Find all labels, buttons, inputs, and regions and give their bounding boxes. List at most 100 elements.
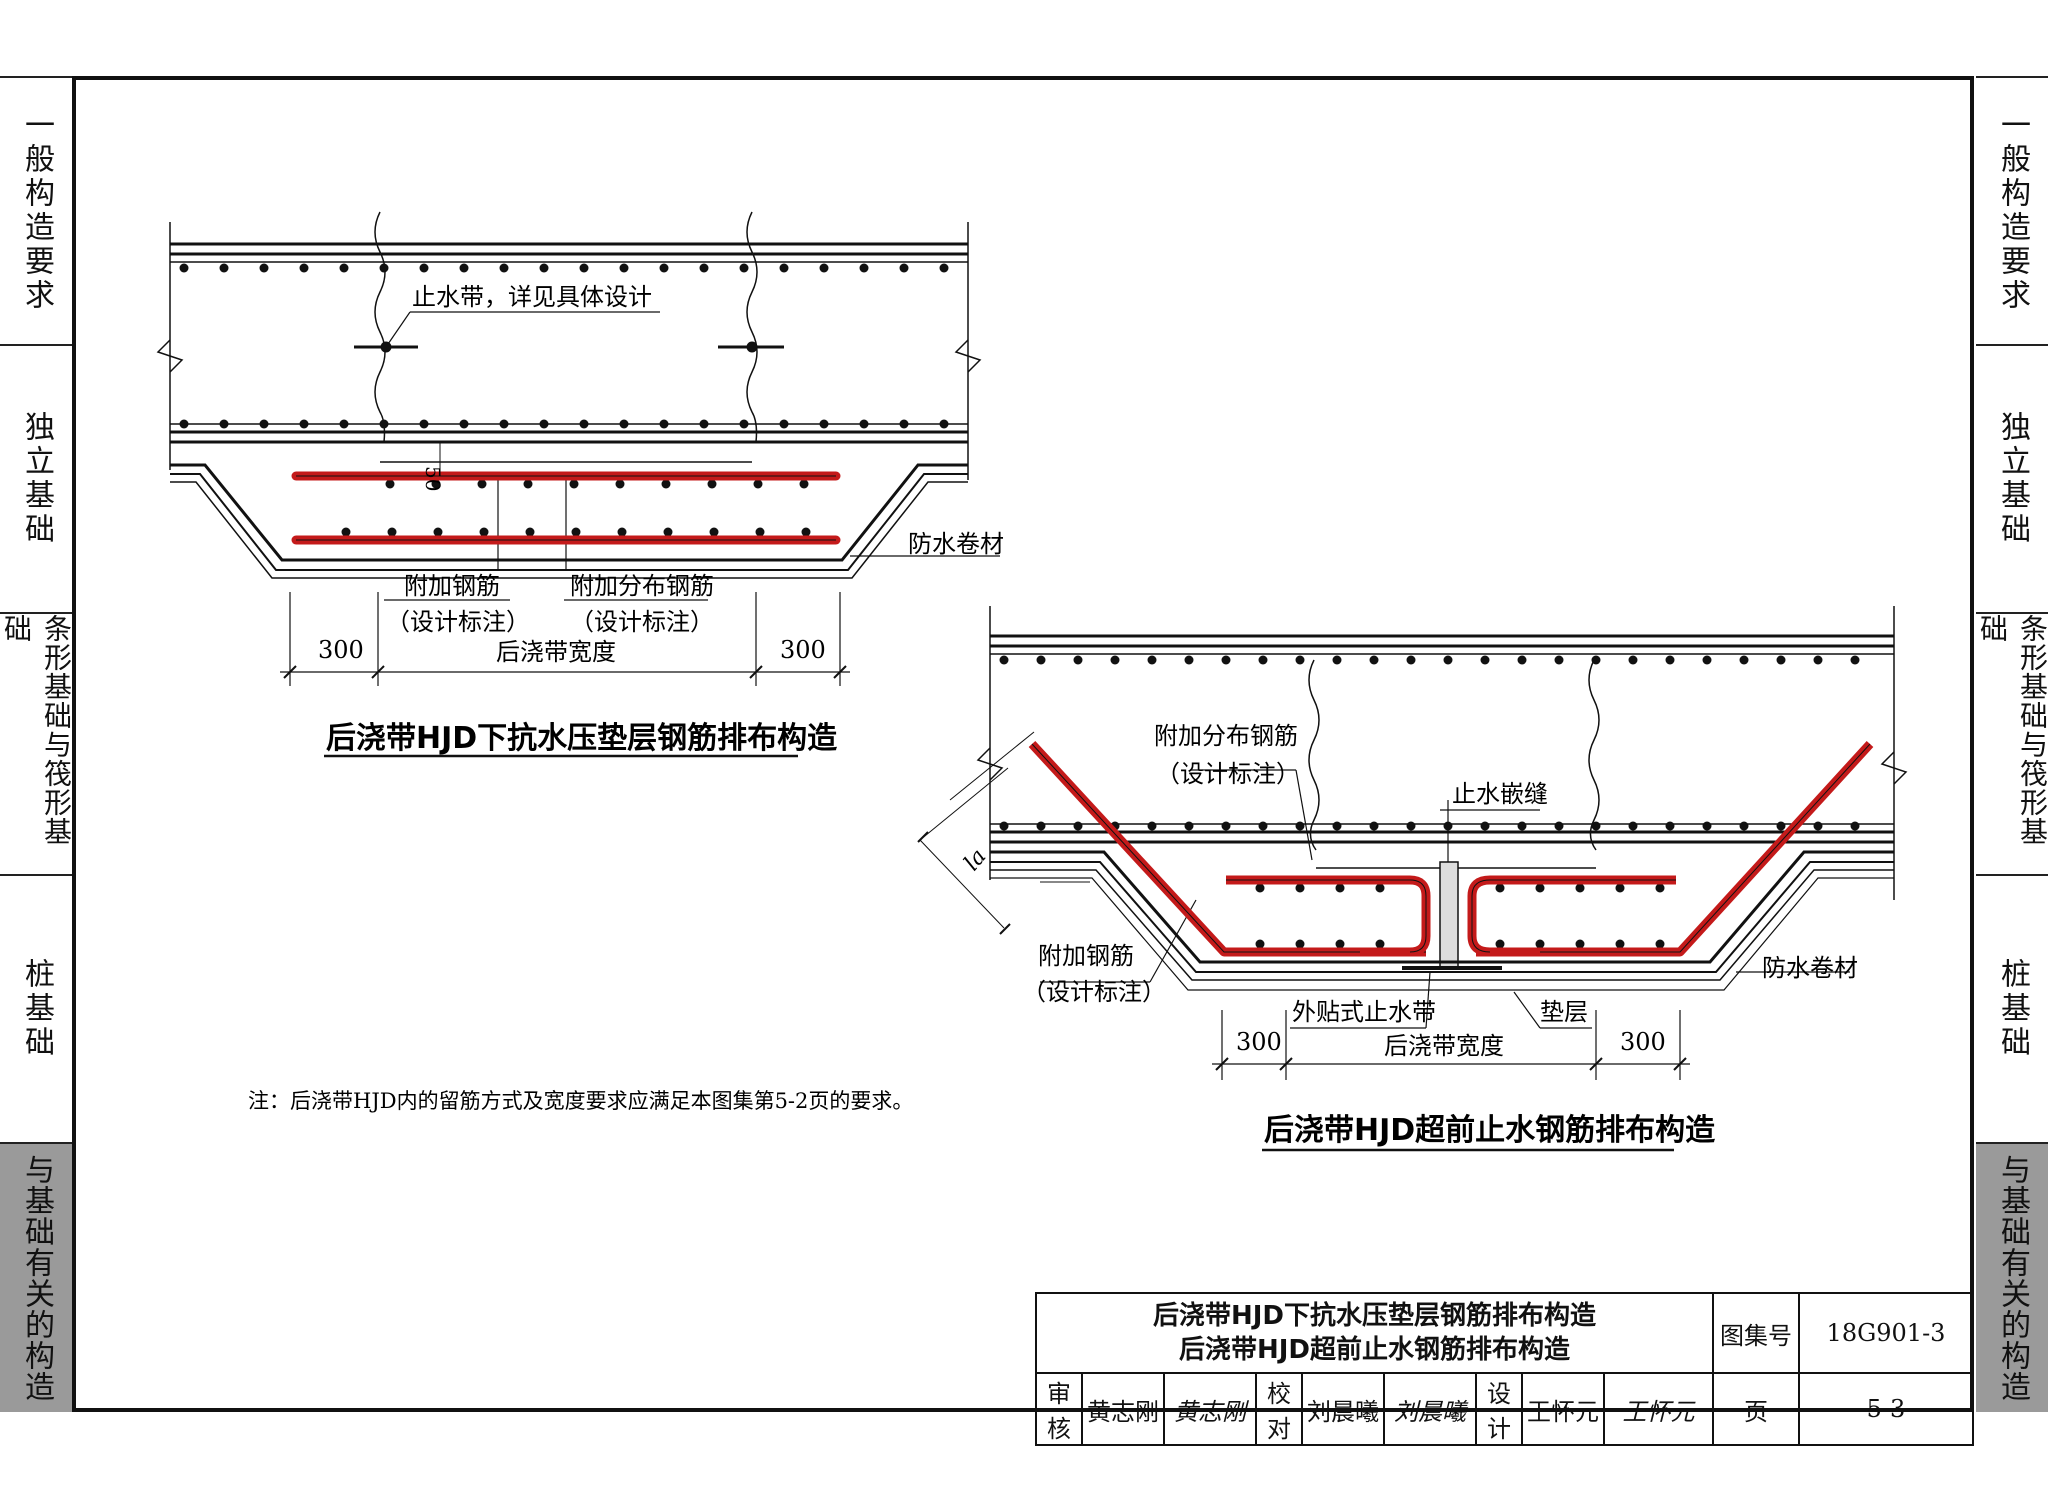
- rebar-dot: [1036, 821, 1046, 831]
- rebar-dot: [477, 479, 487, 489]
- tab-label: 条形基础与筏形基础: [1976, 614, 2048, 846]
- reviewer-name: 黄志刚: [1081, 1372, 1165, 1446]
- d2-add-rebar-note: （设计标注）: [1022, 978, 1166, 1006]
- rebar-dot: [1480, 655, 1490, 665]
- rebar-dot: [661, 479, 671, 489]
- tab-pile[interactable]: 桩基础: [0, 874, 72, 1142]
- rebar-dot: [1591, 821, 1601, 831]
- rebar-dot: [339, 419, 349, 429]
- d1-dim-mid: 后浇带宽度: [496, 638, 616, 666]
- rebar-dot: [179, 419, 189, 429]
- rebar-dot: [1850, 821, 1860, 831]
- rebar-dot: [1295, 655, 1305, 665]
- tab-label: 一般构造要求: [19, 109, 54, 313]
- d1-add-dist-rebar-note: （设计标注）: [570, 608, 714, 636]
- title-block: 后浇带HJD下抗水压垫层钢筋排布构造 后浇带HJD超前止水钢筋排布构造 图集号 …: [1035, 1292, 1974, 1446]
- rebar-dot: [1813, 821, 1823, 831]
- tab-pile[interactable]: 桩基础: [1976, 874, 2048, 1142]
- rebar-dot: [1184, 821, 1194, 831]
- d2-add-dist-rebar-note: （设计标注）: [1156, 760, 1300, 788]
- d1-membrane-label: 防水卷材: [908, 530, 1004, 558]
- rebar-dot: [739, 263, 749, 273]
- rebar-dot: [1443, 821, 1453, 831]
- rebar-dot: [619, 263, 629, 273]
- rebar-dot: [753, 479, 763, 489]
- tab-isolated-foundation[interactable]: 独立基础: [1976, 344, 2048, 612]
- rebar-dot: [1655, 939, 1665, 949]
- rebar-dot: [859, 419, 869, 429]
- rebar-dot: [459, 263, 469, 273]
- diagram-2-rebar-dots: [999, 655, 1860, 949]
- tab-strip-raft[interactable]: 条形基础与筏形基础: [0, 612, 73, 874]
- d1-title: 后浇带HJD下抗水压垫层钢筋排布构造: [326, 721, 837, 756]
- rebar-dot: [1255, 883, 1265, 893]
- tab-general[interactable]: 一般构造要求: [1976, 76, 2048, 344]
- tab-label: 一般构造要求: [1995, 109, 2030, 313]
- rebar-dot: [1554, 821, 1564, 831]
- rebar-dot: [619, 419, 629, 429]
- rebar-dot: [939, 263, 949, 273]
- rebar-dot: [1147, 655, 1157, 665]
- rebar-dot: [899, 419, 909, 429]
- rebar-dot: [1739, 821, 1749, 831]
- rebar-dot: [1147, 821, 1157, 831]
- rebar-dot: [709, 527, 719, 537]
- rebar-dot: [1813, 655, 1823, 665]
- tab-related[interactable]: 与基础有关的构造: [0, 1142, 72, 1412]
- rebar-dot: [539, 263, 549, 273]
- rebar-dot: [1036, 655, 1046, 665]
- rebar-dot: [1406, 821, 1416, 831]
- rebar-dot: [299, 419, 309, 429]
- rebar-dot: [1655, 883, 1665, 893]
- tab-isolated-foundation[interactable]: 独立基础: [0, 344, 72, 612]
- rebar-dot: [525, 527, 535, 537]
- rebar-dot: [1375, 883, 1385, 893]
- rebar-dot: [819, 263, 829, 273]
- rebar-dot: [1406, 655, 1416, 665]
- d1-add-rebar-note: （设计标注）: [386, 608, 530, 636]
- tab-label: 独立基础: [1995, 411, 2030, 547]
- rebar-dot: [1535, 939, 1545, 949]
- checker-name: 刘晨曦: [1301, 1372, 1385, 1446]
- tab-strip-raft[interactable]: 条形基础与筏形基础: [1976, 612, 2048, 874]
- rebar-dot: [1332, 821, 1342, 831]
- d2-ext-waterstop-label: 外贴式止水带: [1292, 998, 1436, 1026]
- rebar-dot: [1776, 821, 1786, 831]
- rebar-dot: [569, 479, 579, 489]
- rebar-dot: [1495, 939, 1505, 949]
- rebar-dot: [1535, 883, 1545, 893]
- rebar-dot: [699, 263, 709, 273]
- rebar-dot: [1221, 821, 1231, 831]
- rebar-dot: [1575, 883, 1585, 893]
- rebar-dot: [1332, 655, 1342, 665]
- rebar-dot: [779, 263, 789, 273]
- tab-general[interactable]: 一般构造要求: [0, 76, 72, 344]
- diagram-1-rebar-dots: [179, 263, 949, 537]
- rebar-dot: [379, 419, 389, 429]
- rebar-dot: [1480, 821, 1490, 831]
- rebar-dot: [499, 263, 509, 273]
- tab-related[interactable]: 与基础有关的构造: [1976, 1142, 2048, 1412]
- tab-label: 与基础有关的构造: [19, 1154, 54, 1402]
- rebar-dot: [1073, 821, 1083, 831]
- rebar-dot: [1295, 939, 1305, 949]
- rebar-dot: [799, 479, 809, 489]
- rebar-dot: [755, 527, 765, 537]
- rebar-dot: [899, 263, 909, 273]
- rebar-dot: [1517, 655, 1527, 665]
- review-label: 审核: [1035, 1372, 1083, 1446]
- d2-title: 后浇带HJD超前止水钢筋排布构造: [1264, 1113, 1715, 1148]
- rebar-dot: [779, 419, 789, 429]
- rebar-dot: [499, 419, 509, 429]
- d1-waterstop-label: 止水带，详见具体设计: [412, 283, 652, 311]
- rebar-dot: [523, 479, 533, 489]
- rebar-dot: [385, 479, 395, 489]
- rebar-dot: [539, 419, 549, 429]
- atlas-label: 图集号: [1712, 1292, 1800, 1374]
- rebar-dot: [659, 263, 669, 273]
- rebar-dot: [219, 419, 229, 429]
- rebar-dot: [1628, 821, 1638, 831]
- atlas-number: 18G901-3: [1798, 1292, 1974, 1374]
- d1-dim-right: 300: [780, 636, 826, 664]
- rebar-dot: [1369, 655, 1379, 665]
